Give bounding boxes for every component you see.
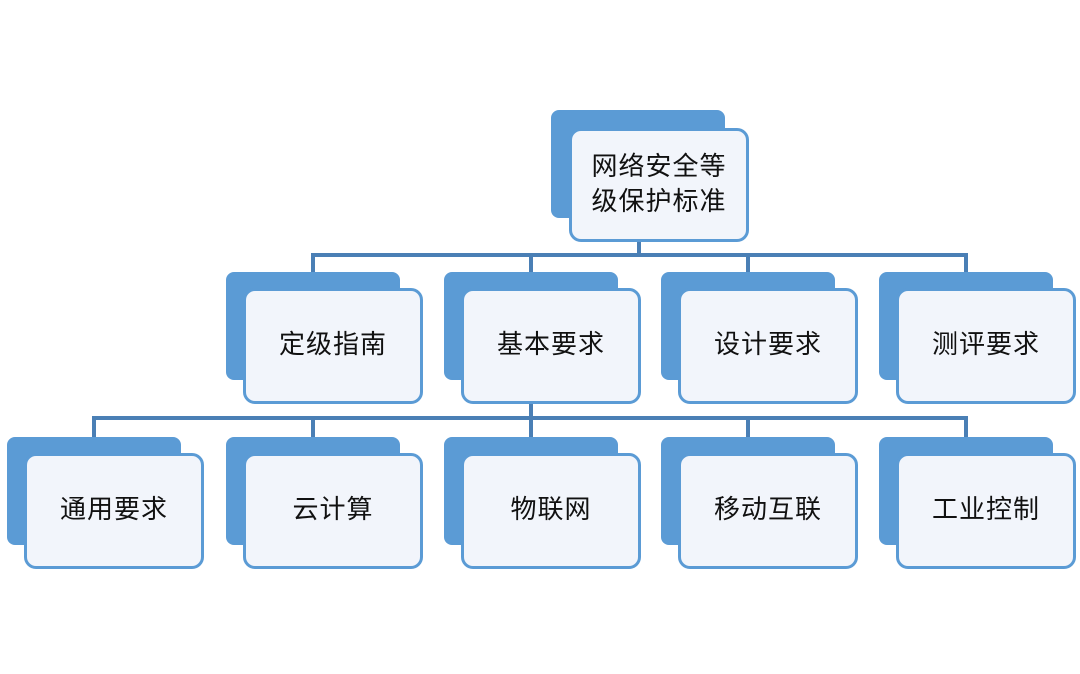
connector-basic-down [529,400,533,420]
level2-node-card: 测评要求 [896,288,1076,404]
connector-level2-drop-4 [964,253,968,273]
level3-node-label: 云计算 [292,495,374,526]
connector-level3-drop-3 [529,416,533,438]
level3-node-card: 物联网 [461,453,641,569]
level2-node-card: 设计要求 [678,288,858,404]
level3-node-label: 工业控制 [931,495,1040,526]
connector-root-down [637,240,641,256]
connector-level3-drop-5 [964,416,968,438]
level2-node-card: 基本要求 [461,288,641,404]
connector-level2-drop-1 [311,253,315,273]
connector-level3-drop-4 [746,416,750,438]
level3-node-card: 云计算 [243,453,423,569]
level2-node-label: 定级指南 [278,330,387,361]
root-node-label: 网络安全等 级保护标准 [591,150,726,220]
level3-node-label: 移动互联 [713,495,822,526]
level2-node-card: 定级指南 [243,288,423,404]
connector-level2-drop-3 [746,253,750,273]
level3-node-card: 通用要求 [24,453,204,569]
level3-node-label: 通用要求 [59,495,168,526]
root-node-card: 网络安全等 级保护标准 [569,128,749,242]
root-label-line2: 级保护标准 [591,187,727,217]
level2-node-label: 设计要求 [713,330,822,361]
level2-node-label: 基本要求 [496,330,605,361]
connector-level2-drop-2 [529,253,533,273]
level3-node-label: 物联网 [510,495,592,526]
connector-level3-drop-1 [92,416,96,438]
level3-node-card: 移动互联 [678,453,858,569]
connector-level2-bus [311,253,968,257]
level2-node-label: 测评要求 [931,330,1040,361]
level3-node-card: 工业控制 [896,453,1076,569]
connector-level3-drop-2 [311,416,315,438]
root-label-line1: 网络安全等 [591,151,727,182]
